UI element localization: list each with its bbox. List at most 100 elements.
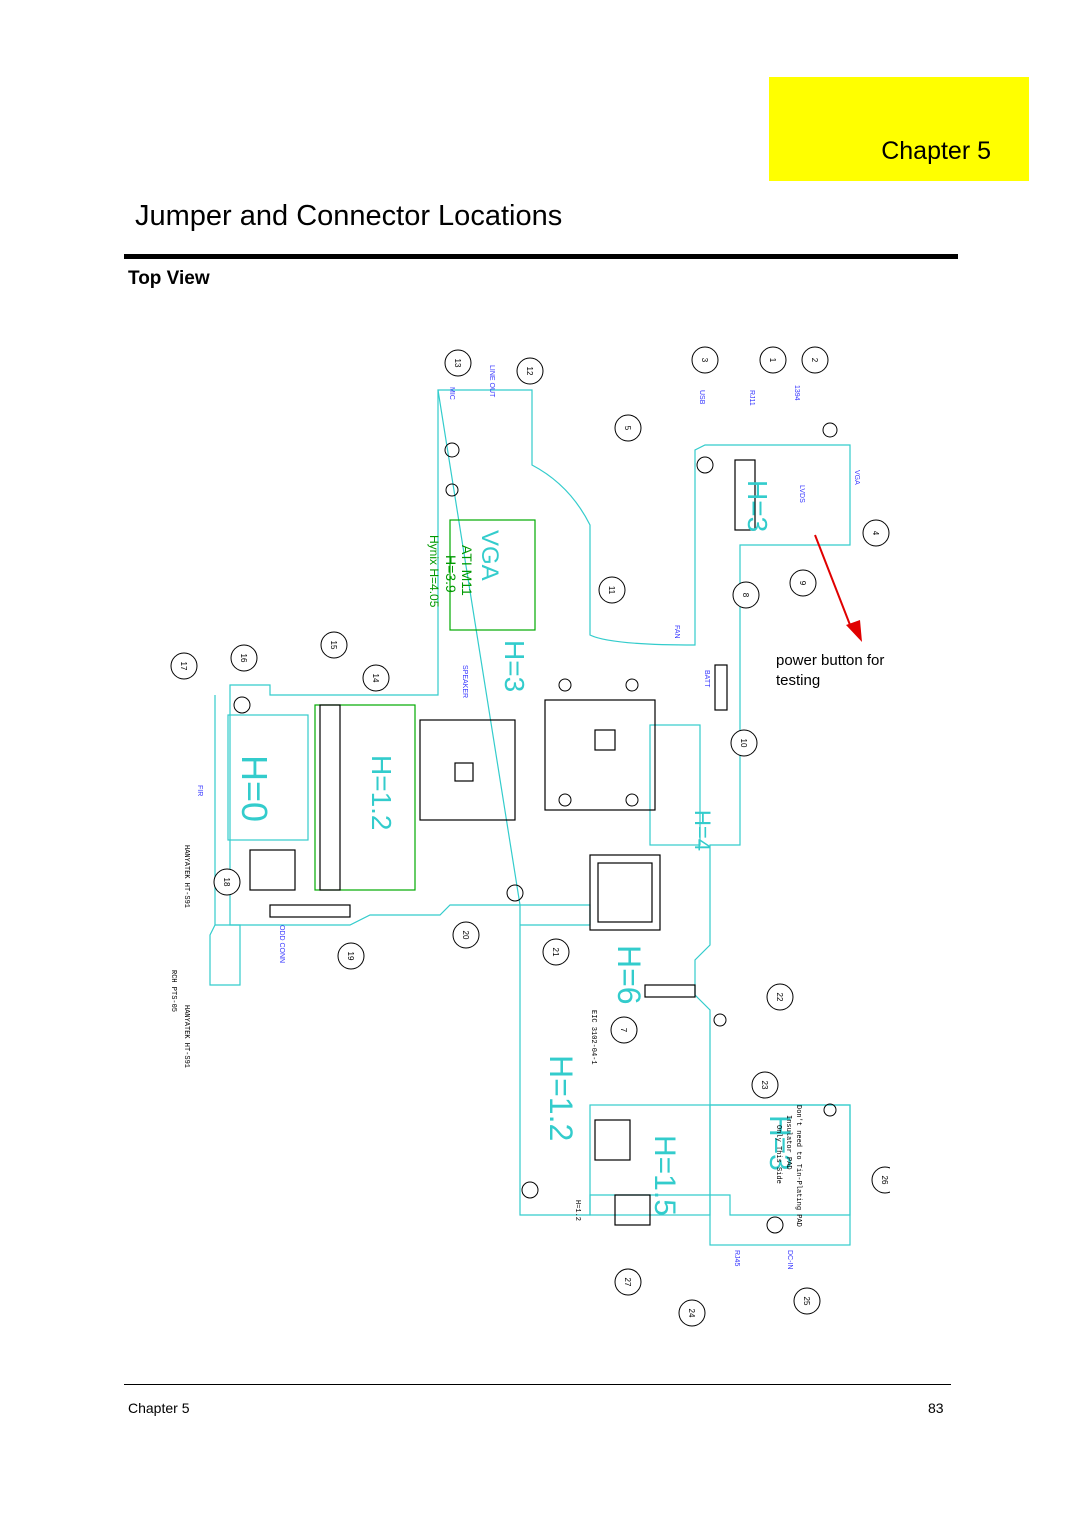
callout-number: 27 <box>623 1278 632 1287</box>
board-upper <box>229 390 520 926</box>
ram-slot <box>319 704 341 891</box>
h12a-label: H=1.2 <box>366 755 397 831</box>
vga-conn-label: VGA <box>853 470 860 485</box>
callout-number: 7 <box>619 1028 628 1033</box>
note3-label: Only This Side <box>774 1125 782 1184</box>
ic-small-3 <box>614 1194 651 1226</box>
h3a-label: H=3 <box>499 640 530 692</box>
callout-circle <box>610 1016 638 1044</box>
callout-circle <box>213 868 241 896</box>
hole <box>625 793 639 807</box>
h12b-label: H=1.2 <box>543 1055 579 1141</box>
arrow-head <box>846 620 862 642</box>
northbridge-chip <box>544 699 656 811</box>
hole <box>625 678 639 692</box>
callout-circle <box>730 729 758 757</box>
callout-number: 16 <box>239 654 248 663</box>
callout-circle <box>452 921 480 949</box>
mic-label: MIC <box>448 387 455 400</box>
callout-number: 20 <box>461 931 470 940</box>
h0-label: H=0 <box>234 755 275 822</box>
footer-rule <box>124 1384 951 1385</box>
cpu-socket <box>419 719 516 821</box>
callout-circle <box>759 346 787 374</box>
callout-circle <box>542 938 570 966</box>
callout-circle <box>598 576 626 604</box>
motherboard-diagram: VGA ATI M11 H=3.9 Hynix H=4.05 H=3 H=1.2… <box>169 346 890 1327</box>
callout-circle <box>614 1268 642 1296</box>
callout-number: 22 <box>775 993 784 1002</box>
callout-number: 10 <box>739 739 748 748</box>
callout-number: 23 <box>760 1081 769 1090</box>
callout-circle <box>732 581 760 609</box>
h0-area <box>227 714 309 841</box>
callout-number: 21 <box>551 948 560 957</box>
section-title: Top View <box>128 268 210 289</box>
hole <box>521 1181 539 1199</box>
callout-circle <box>789 569 817 597</box>
callout-circle <box>678 1299 706 1327</box>
odd-connector <box>269 904 351 918</box>
ic-small-2 <box>594 1119 631 1161</box>
callout-number: 1 <box>768 358 777 363</box>
batt-label: BATT <box>703 670 710 688</box>
hole <box>444 442 460 458</box>
fir-label: FIR <box>196 785 203 796</box>
callout-circle <box>516 357 544 385</box>
hole <box>233 696 251 714</box>
h39-label: H=3.9 <box>443 555 459 593</box>
note1-label: Don't need to Tin-Plating PAD <box>794 1105 802 1227</box>
hole <box>558 678 572 692</box>
callout-circle <box>766 983 794 1011</box>
callout-number: 18 <box>222 878 231 887</box>
rch-label: RCH PTS-05 <box>169 970 177 1012</box>
callout-circle <box>691 346 719 374</box>
callout-number: 15 <box>329 641 338 650</box>
odd-label: ODD CONN <box>278 925 285 963</box>
callout-circle <box>230 644 258 672</box>
callout-number: 12 <box>525 367 534 376</box>
callout-number: 4 <box>871 531 880 536</box>
footer-chapter: Chapter 5 <box>128 1400 190 1416</box>
bottom-conn <box>644 984 696 998</box>
callout-number: 2 <box>810 358 819 363</box>
hanyatek2-label: HANYATEK HT-S91 <box>182 1005 190 1068</box>
lower-right <box>709 1104 851 1246</box>
callout-circle <box>614 414 642 442</box>
note-line-1: power button for <box>776 652 885 669</box>
callout-number: 19 <box>346 952 355 961</box>
page-title: Jumper and Connector Locations <box>135 200 563 232</box>
callout-circle <box>170 652 198 680</box>
h6-label: H=6 <box>611 945 647 1005</box>
h15-label: H=1.5 <box>648 1135 681 1216</box>
ram-slot-outline <box>314 704 416 891</box>
callout-number: 14 <box>371 674 380 683</box>
h4-label: H=4 <box>690 810 715 851</box>
callout-number: 13 <box>453 359 462 368</box>
callout-number: 17 <box>179 662 188 671</box>
fan-label: FAN <box>673 625 680 639</box>
southbridge-inner <box>597 862 653 923</box>
title-rule <box>124 254 958 259</box>
callout-circle <box>444 349 472 377</box>
hole <box>822 422 838 438</box>
footer-page-number: 83 <box>928 1400 944 1416</box>
hole <box>823 1103 837 1117</box>
northbridge-core <box>594 729 616 751</box>
lineout-label: LINE OUT <box>488 365 495 398</box>
hole <box>766 1216 784 1234</box>
note-line-2: testing <box>776 672 821 689</box>
callout-circle <box>871 1166 890 1194</box>
callout-circle <box>362 664 390 692</box>
hynix-label: Hynix H=4.05 <box>427 535 441 608</box>
ic-small-1 <box>249 849 296 891</box>
1394-label: 1394 <box>793 385 800 401</box>
power-button-arrow <box>814 534 853 631</box>
callout-number: 25 <box>802 1297 811 1306</box>
callout-circle <box>793 1287 821 1315</box>
left-wing <box>209 695 241 986</box>
battery-conn <box>714 664 728 711</box>
power-button-note: power button for testing <box>776 651 936 691</box>
callout-circle <box>337 942 365 970</box>
lvds-label: LVDS <box>798 485 805 503</box>
